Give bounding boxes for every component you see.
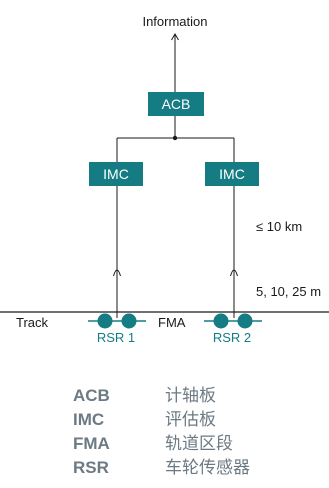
imc-left-box <box>89 162 143 186</box>
cable-left-arch-icon <box>113 269 121 277</box>
legend: ACB 计轴板 IMC 评估板 FMA 轨道区段 RSR 车轮传感器 <box>0 384 329 480</box>
imc-right-box <box>205 162 259 186</box>
rsr2-label: RSR 2 <box>213 330 251 345</box>
fma-label: FMA <box>158 315 186 330</box>
legend-row-fma: FMA 轨道区段 <box>0 432 329 456</box>
legend-desc: 轨道区段 <box>165 434 233 454</box>
legend-abbr: IMC <box>73 410 105 429</box>
rsr1-label: RSR 1 <box>97 330 135 345</box>
legend-abbr: FMA <box>73 434 110 453</box>
acb-box-label: ACB <box>162 96 191 112</box>
cable-right-arch-icon <box>230 269 238 277</box>
rsr2-wheel-left-icon <box>213 313 229 329</box>
rsr1-wheel-left-icon <box>97 313 113 329</box>
rsr2-wheel-right-icon <box>237 313 253 329</box>
track-label: Track <box>16 315 49 330</box>
imc-left-label: IMC <box>103 166 129 182</box>
legend-row-imc: IMC 评估板 <box>0 408 329 432</box>
heights-label: 5, 10, 25 m <box>256 284 321 299</box>
legend-desc: 车轮传感器 <box>165 458 250 478</box>
legend-desc: 评估板 <box>165 410 216 430</box>
info-arrowhead-icon <box>171 33 179 41</box>
legend-row-acb: ACB 计轴板 <box>0 384 329 408</box>
legend-abbr: ACB <box>73 386 110 405</box>
legend-desc: 计轴板 <box>165 386 216 406</box>
imc-right-label: IMC <box>219 166 245 182</box>
information-label: Information <box>142 14 207 29</box>
distance-label: ≤ 10 km <box>256 219 302 234</box>
legend-row-rsr: RSR 车轮传感器 <box>0 456 329 480</box>
acb-box <box>148 92 204 116</box>
legend-abbr: RSR <box>73 458 109 477</box>
rsr1-wheel-right-icon <box>121 313 137 329</box>
